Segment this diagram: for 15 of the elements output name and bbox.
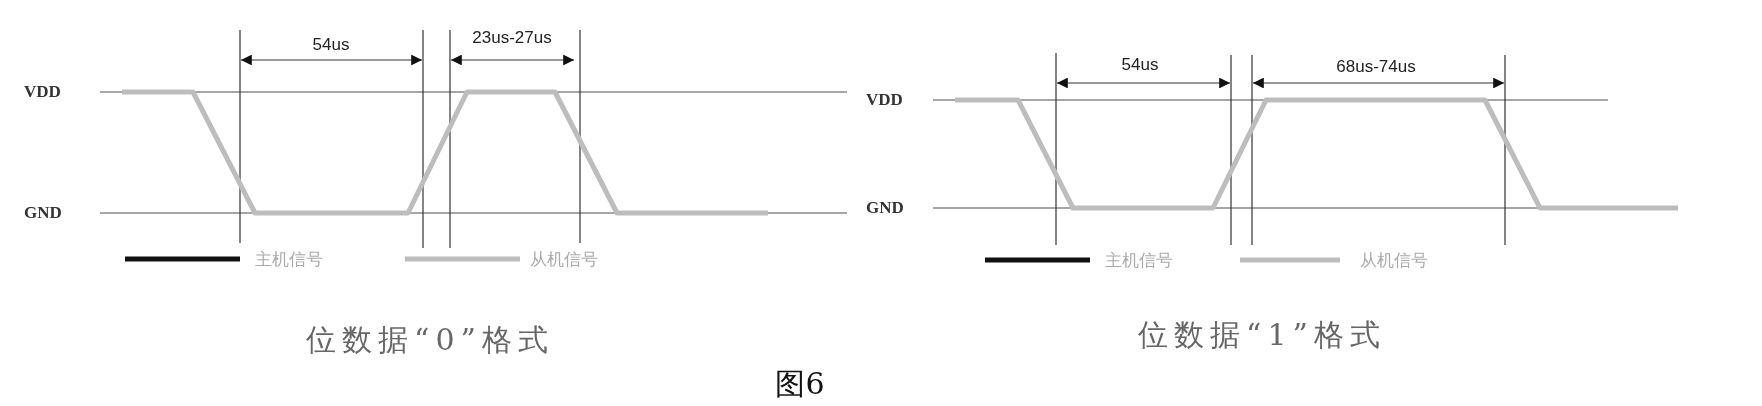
duration-label: 54us	[1121, 55, 1159, 75]
voltage-level-label: VDD	[866, 90, 903, 110]
voltage-level-label: GND	[866, 198, 904, 218]
legend-label: 主机信号	[1105, 248, 1173, 272]
figure-caption: 图6	[775, 364, 825, 403]
voltage-level-label: VDD	[24, 82, 61, 102]
voltage-level-label: GND	[24, 203, 62, 223]
duration-label: 68us-74us	[1336, 57, 1416, 77]
legend-label: 从机信号	[530, 247, 598, 271]
panel-title: 位数据“1”格式	[1138, 315, 1386, 354]
duration-label: 23us-27us	[472, 28, 552, 48]
legend-label: 主机信号	[255, 247, 323, 271]
legend-label: 从机信号	[1360, 248, 1428, 272]
panel-title: 位数据“0”格式	[306, 320, 554, 359]
duration-label: 54us	[312, 35, 350, 55]
